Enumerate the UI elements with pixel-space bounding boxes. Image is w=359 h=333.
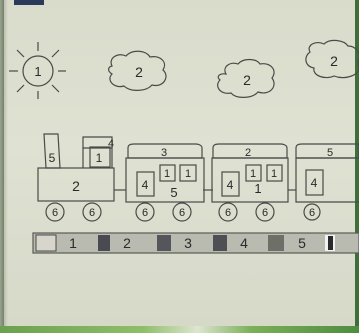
- wheel-number: 6: [142, 207, 148, 219]
- legend-swatch-4: [213, 235, 227, 251]
- wheel-number: 6: [89, 207, 95, 219]
- wagon-window-number: 1: [164, 168, 170, 180]
- sun-number: 1: [34, 64, 41, 79]
- cab-window-number: 1: [96, 151, 103, 165]
- legend-swatch-2: [98, 235, 110, 251]
- wagon-window-number: 1: [271, 168, 277, 180]
- legend-swatch-6: [328, 236, 333, 250]
- legend-swatch-3: [157, 235, 171, 251]
- cloud-number: 2: [330, 53, 338, 69]
- wagon-roof-number: 3: [161, 147, 167, 159]
- wagon-window-number: 1: [185, 168, 191, 180]
- legend-swatch-5: [268, 235, 284, 251]
- wheel-number: 6: [179, 207, 185, 219]
- wagon-body-number: 1: [254, 181, 261, 196]
- wheel-number: 6: [52, 207, 58, 219]
- cab-roof-number: 4: [108, 138, 114, 150]
- background-surface: [0, 326, 359, 333]
- locomotive-body-number: 2: [72, 178, 80, 194]
- wagon-body-number: 5: [170, 185, 177, 200]
- wagon-roof-number: 2: [245, 147, 251, 159]
- wagon-window-number: 4: [311, 176, 318, 190]
- legend-number-2: 2: [123, 235, 131, 251]
- wheel-number: 6: [262, 207, 268, 219]
- cloud-number: 2: [135, 64, 143, 80]
- wagon-window-number: 1: [250, 168, 256, 180]
- wagon-roof-number: 5: [327, 147, 333, 159]
- wheel-number: 6: [309, 207, 315, 219]
- legend-number-1: 1: [69, 235, 77, 251]
- wagon-window-number: 4: [227, 178, 234, 192]
- chimney-number: 5: [49, 151, 56, 165]
- region-numbers: 1 2 2 2 5 4 1 2 6 6 3 4 1 1 5 6 6 2 4 1 …: [34, 53, 338, 219]
- wheel-number: 6: [225, 207, 231, 219]
- legend-number-5: 5: [298, 235, 306, 251]
- legend-number-3: 3: [184, 235, 192, 251]
- cloud-number: 2: [243, 72, 251, 88]
- wagon-window-number: 4: [142, 178, 149, 192]
- legend-swatch-1: [36, 235, 56, 251]
- legend-number-4: 4: [240, 235, 248, 251]
- color-legend: [33, 233, 359, 253]
